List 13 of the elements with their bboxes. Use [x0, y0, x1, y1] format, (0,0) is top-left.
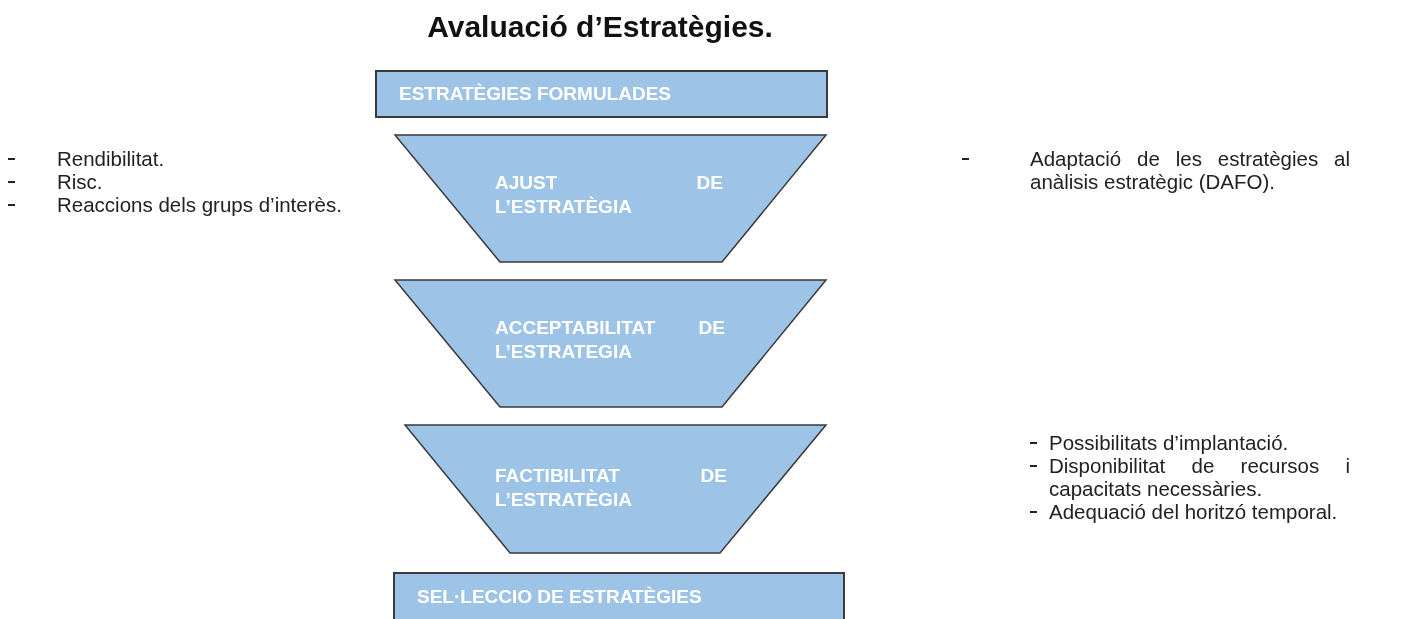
criterion-item: Possibilitats d’implantació.	[1022, 431, 1350, 454]
criterion-item: Adequació del horitzó temporal.	[1022, 500, 1350, 523]
criterion-item: Risc.	[0, 170, 373, 193]
stage-label: FACTIBILITAT DE L’ESTRATÈGIA	[495, 464, 727, 512]
stage-label: ACCEPTABILITAT DE L’ESTRATEGIA	[495, 316, 725, 364]
criterion-item: Adaptació de les estratègies al anàlisis estratègic (DAFO).	[954, 147, 1350, 193]
title: Avaluació d’Estratègies.	[426, 10, 774, 44]
criterion-item: Reaccions dels grups d’interès.	[0, 193, 373, 216]
stage-box: ESTRATÈGIES FORMULADES	[375, 70, 828, 118]
criterion-item: Disponibilitat de recursos i capacitats necessàries.	[1022, 454, 1350, 500]
criterion-item: Rendibilitat.	[0, 147, 373, 170]
stage-box: SEL·LECCIO DE ESTRATÈGIES	[393, 572, 845, 619]
stage-label: AJUST DE L’ESTRATÈGIA	[495, 171, 723, 219]
